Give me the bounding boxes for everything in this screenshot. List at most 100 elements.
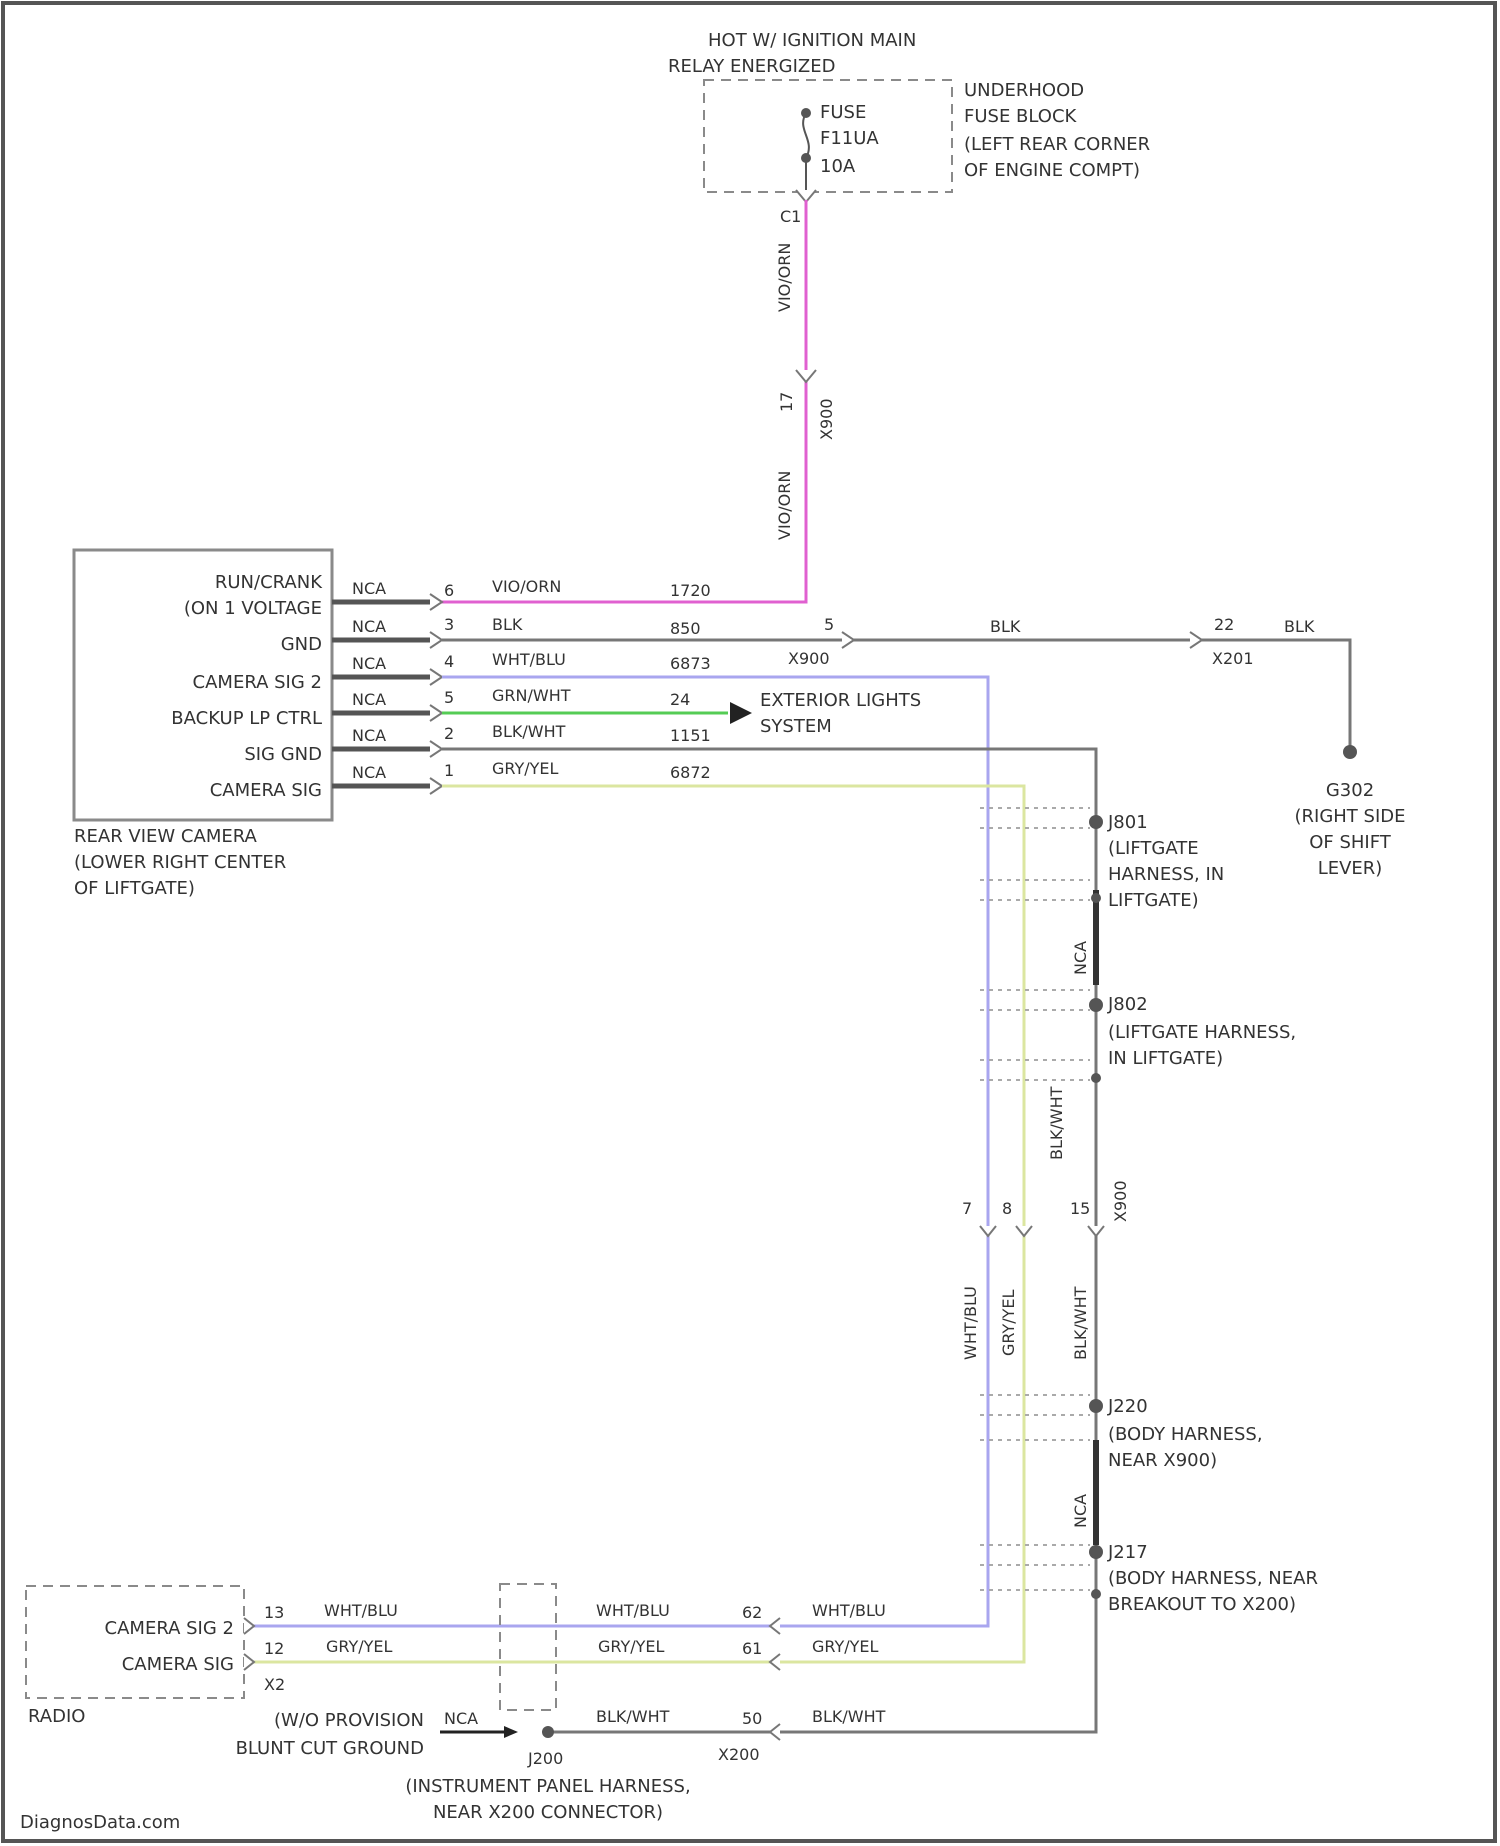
watermark: DiagnosData.com: [20, 1812, 180, 1833]
camera-pin-num-4: 4: [444, 652, 454, 671]
provision-1: (W/O PROVISION: [274, 1710, 424, 1731]
x200-dash-box: [500, 1584, 556, 1710]
radio-pin-12: 12: [264, 1639, 284, 1658]
fuse-block-loc-4: OF ENGINE COMPT): [964, 160, 1140, 181]
x200-gry-yel-mid: GRY/YEL: [598, 1637, 665, 1656]
fuse-block-loc-2: FUSE BLOCK: [964, 106, 1078, 127]
j801-loc-1: (LIFTGATE: [1108, 838, 1199, 859]
j801-loc-2: HARNESS, IN: [1108, 864, 1224, 885]
radio-gry-yel: GRY/YEL: [326, 1637, 393, 1656]
camera-conn-2: [430, 741, 442, 757]
splice-j220-icon: [1089, 1399, 1103, 1413]
radio-name: RADIO: [28, 1706, 85, 1727]
splice-j802-icon: [1089, 998, 1103, 1012]
camera-loc-3: OF LIFTGATE): [74, 878, 195, 899]
radio-conn-12: [244, 1654, 254, 1670]
circuit-6873: 6873: [670, 654, 711, 673]
circuit-6872: 6872: [670, 763, 711, 782]
wht-blu-vertical: WHT/BLU: [961, 1286, 980, 1360]
provision-nca: NCA: [444, 1709, 478, 1728]
wire-label-gry-yel: GRY/YEL: [492, 759, 559, 778]
x900-conn-8: [1016, 1226, 1032, 1236]
x900-label-ground: X900: [788, 649, 830, 668]
camera-loc-2: (LOWER RIGHT CENTER: [74, 852, 286, 873]
radio-pin-label-13: CAMERA SIG 2: [105, 1618, 234, 1639]
g302-loc-3: LEVER): [1318, 858, 1383, 879]
x200-conn-50: [770, 1724, 780, 1740]
radio-pin-13: 13: [264, 1603, 284, 1622]
nca-pin-3: NCA: [352, 617, 386, 636]
ground-path: 5 X900 BLK 22 X201 BLK G302 (RIGHT SIDE …: [442, 615, 1406, 879]
diagram-border: [3, 3, 1495, 1841]
wire-label-blk: BLK: [492, 615, 523, 634]
camera-pin-label-2: GND: [281, 634, 322, 655]
j217-loc-1: (BODY HARNESS, NEAR: [1108, 1568, 1318, 1589]
splice-j801-icon: [1089, 815, 1103, 829]
gry-yel-vertical: GRY/YEL: [999, 1289, 1018, 1356]
x200-blk-wht-right: BLK/WHT: [812, 1707, 886, 1726]
splice-j802-lower-icon: [1091, 1073, 1101, 1083]
x900-pin-17: 17: [777, 392, 796, 412]
fuse-rating: 10A: [820, 156, 856, 177]
circuit-850: 850: [670, 619, 701, 638]
x200-conn-61: [770, 1654, 780, 1670]
blk-end-label: BLK: [1284, 617, 1315, 636]
x200-connector: 62 61 50 WHT/BLU GRY/YEL BLK/WHT WHT/BLU…: [405, 1584, 886, 1823]
wire-gry-yel: [442, 786, 1024, 1662]
x900-vertical-right: X900: [1111, 1181, 1130, 1223]
camera-pin-num-3: 3: [444, 615, 454, 634]
wire-label-blk-wht: BLK/WHT: [492, 722, 566, 741]
wire-label-vio-orn: VIO/ORN: [492, 577, 561, 596]
j220-loc-2: NEAR X900): [1108, 1450, 1217, 1471]
camera-pin-label-3: CAMERA SIG 2: [193, 672, 322, 693]
nca-vertical-2: NCA: [1071, 1494, 1090, 1528]
x200-pin-62: 62: [742, 1603, 762, 1622]
fuse-source-title-2: RELAY ENERGIZED: [668, 56, 836, 77]
j200-loc-1: (INSTRUMENT PANEL HARNESS,: [405, 1776, 690, 1797]
exterior-lights-1: EXTERIOR LIGHTS: [760, 690, 921, 711]
g302-loc-2: OF SHIFT: [1309, 832, 1392, 853]
camera-conn-6: [430, 594, 442, 610]
camera-conn-3: [430, 632, 442, 648]
x200-wht-blu-mid: WHT/BLU: [596, 1601, 670, 1620]
nca-pin-1: NCA: [352, 763, 386, 782]
exterior-lights-2: SYSTEM: [760, 716, 832, 737]
x900-conn-15: [1088, 1226, 1104, 1236]
radio-conn-13: [244, 1618, 254, 1634]
x900-conn-7: [980, 1226, 996, 1236]
j801-id: J801: [1107, 812, 1148, 833]
provision-2: BLUNT CUT GROUND: [236, 1738, 424, 1759]
exterior-lights-arrow-icon: [730, 702, 752, 724]
splice-j217-lower-icon: [1091, 1589, 1101, 1599]
circuit-24: 24: [670, 690, 690, 709]
provision-arrow-icon: [504, 1726, 518, 1738]
camera-pin-num-5: 5: [444, 688, 454, 707]
fuse-source-title-1: HOT W/ IGNITION MAIN: [708, 30, 916, 51]
x900-inline-connector: [796, 370, 816, 382]
j802-loc-2: IN LIFTGATE): [1108, 1048, 1223, 1069]
fuse-block-loc-3: (LEFT REAR CORNER: [964, 134, 1150, 155]
circuit-1151: 1151: [670, 726, 711, 745]
wire-vio-orn-main: [440, 200, 806, 602]
radio: CAMERA SIG 2 CAMERA SIG 13 12 X2 WHT/BLU…: [26, 1586, 518, 1759]
vio-orn-lower-label: VIO/ORN: [775, 471, 794, 540]
x200-wht-blu-right: WHT/BLU: [812, 1601, 886, 1620]
radio-box: [26, 1586, 244, 1698]
x900-pin-5: 5: [824, 615, 834, 634]
vio-orn-upper-label: VIO/ORN: [775, 243, 794, 312]
j801-loc-3: LIFTGATE): [1108, 890, 1199, 911]
x200-pin-50: 50: [742, 1709, 762, 1728]
circuit-1720: 1720: [670, 581, 711, 600]
camera-pin-label-1b: (ON 1 VOLTAGE: [184, 598, 322, 619]
x200-gry-yel-right: GRY/YEL: [812, 1637, 879, 1656]
camera-pin-num-1: 1: [444, 761, 454, 780]
camera-loc-1: REAR VIEW CAMERA: [74, 826, 257, 847]
nca-pin-6: NCA: [352, 579, 386, 598]
j200-loc-2: NEAR X200 CONNECTOR): [433, 1802, 663, 1823]
radio-pin-x2: X2: [264, 1675, 285, 1694]
x201-pin-22: 22: [1214, 615, 1234, 634]
x900-pin-7: 7: [962, 1199, 972, 1218]
camera-pin-label-6: CAMERA SIG: [210, 780, 322, 801]
x900-ground-connector: [842, 632, 854, 648]
j802-loc-1: (LIFTGATE HARNESS,: [1108, 1022, 1296, 1043]
